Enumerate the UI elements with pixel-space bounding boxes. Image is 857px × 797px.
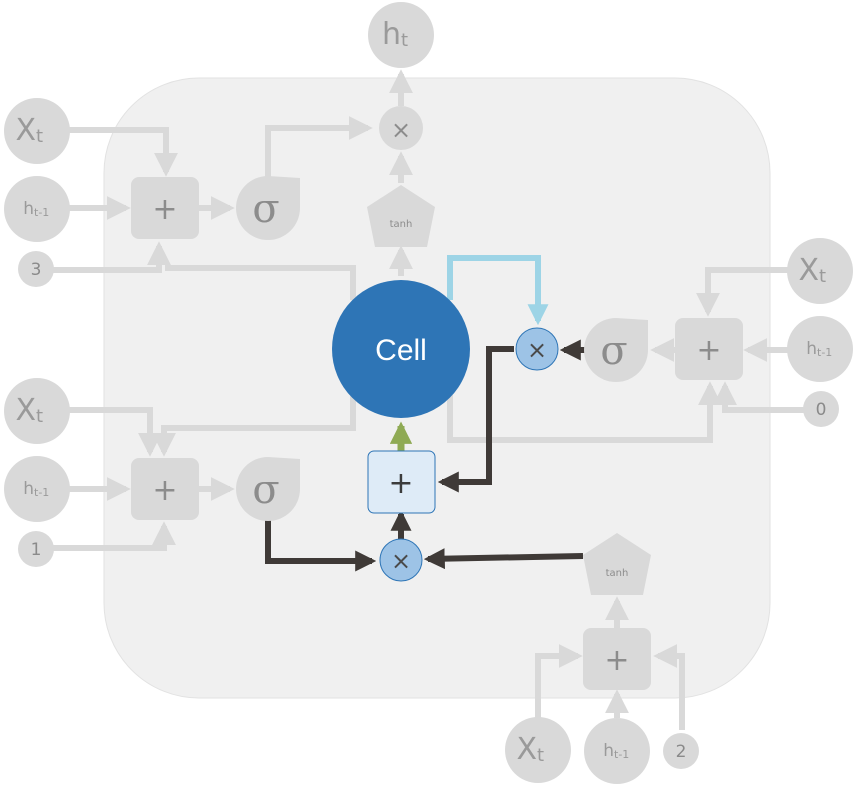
multiplier-forget: × bbox=[515, 327, 559, 371]
svg-text:0: 0 bbox=[816, 400, 827, 420]
svg-text:t: t bbox=[401, 30, 408, 51]
svg-text:σ: σ bbox=[600, 328, 627, 374]
svg-text:+: + bbox=[604, 643, 629, 678]
input-h-forget-gate: h t-1 bbox=[787, 316, 853, 382]
sigmoid-forget-gate: σ bbox=[584, 318, 648, 382]
svg-text:+: + bbox=[388, 466, 413, 501]
input-x-input-gate: X t bbox=[4, 378, 70, 444]
svg-text:X: X bbox=[15, 393, 36, 428]
svg-text:t: t bbox=[537, 745, 544, 766]
output-h: h t bbox=[368, 2, 434, 68]
svg-text:t-1: t-1 bbox=[817, 346, 832, 359]
input-h-output-gate: h t-1 bbox=[4, 176, 70, 242]
multiplier-output: × bbox=[379, 106, 423, 150]
adder-forget-gate: + bbox=[675, 318, 743, 380]
adder-cell-update: + bbox=[367, 450, 436, 514]
svg-text:t: t bbox=[36, 406, 43, 427]
tanh-output: tanh bbox=[367, 185, 435, 247]
svg-text:h: h bbox=[806, 339, 817, 359]
svg-text:×: × bbox=[391, 116, 411, 144]
svg-text:Cell: Cell bbox=[375, 334, 427, 367]
input-h-candidate: h t-1 bbox=[584, 718, 650, 784]
adder-output-gate: + bbox=[131, 177, 199, 239]
adder-candidate: + bbox=[583, 628, 651, 690]
recurrent-arrow bbox=[447, 255, 549, 326]
tanh-candidate: tanh bbox=[583, 533, 651, 595]
input-x-forget-gate: X t bbox=[787, 238, 853, 304]
svg-text:t: t bbox=[36, 126, 43, 147]
const-forget-gate: 0 bbox=[803, 391, 839, 427]
svg-text:tanh: tanh bbox=[606, 568, 629, 579]
svg-text:1: 1 bbox=[31, 540, 42, 560]
svg-text:t-1: t-1 bbox=[614, 748, 629, 761]
svg-text:σ: σ bbox=[252, 186, 279, 232]
svg-text:X: X bbox=[798, 253, 819, 288]
gray-connectors bbox=[52, 69, 805, 730]
multiplier-input: × bbox=[379, 538, 423, 582]
svg-text:h: h bbox=[23, 479, 34, 499]
svg-text:×: × bbox=[527, 336, 547, 364]
svg-text:+: + bbox=[152, 192, 177, 227]
svg-text:h: h bbox=[382, 17, 401, 52]
sigmoid-output-gate: σ bbox=[236, 176, 300, 240]
svg-text:t-1: t-1 bbox=[34, 206, 49, 219]
dark-connectors bbox=[265, 339, 586, 572]
input-x-output-gate: X t bbox=[4, 98, 70, 164]
input-x-candidate: X t bbox=[505, 717, 571, 783]
svg-text:3: 3 bbox=[31, 260, 42, 280]
svg-text:h: h bbox=[23, 199, 34, 219]
sigmoid-input-gate: σ bbox=[236, 457, 300, 521]
svg-text:σ: σ bbox=[252, 467, 279, 513]
svg-text:t: t bbox=[819, 266, 826, 287]
svg-text:+: + bbox=[152, 473, 177, 508]
const-output-gate: 3 bbox=[18, 251, 54, 287]
svg-text:t-1: t-1 bbox=[34, 486, 49, 499]
const-input-gate: 1 bbox=[18, 531, 54, 567]
input-h-input-gate: h t-1 bbox=[4, 456, 70, 522]
adder-input-gate: + bbox=[131, 458, 199, 520]
svg-text:×: × bbox=[391, 547, 411, 575]
svg-text:X: X bbox=[15, 113, 36, 148]
cell-state: Cell bbox=[332, 280, 470, 418]
svg-text:2: 2 bbox=[676, 742, 687, 762]
svg-text:+: + bbox=[696, 333, 721, 368]
svg-text:tanh: tanh bbox=[390, 219, 413, 230]
svg-text:h: h bbox=[603, 741, 614, 761]
svg-text:X: X bbox=[516, 732, 537, 767]
const-candidate: 2 bbox=[663, 733, 699, 769]
